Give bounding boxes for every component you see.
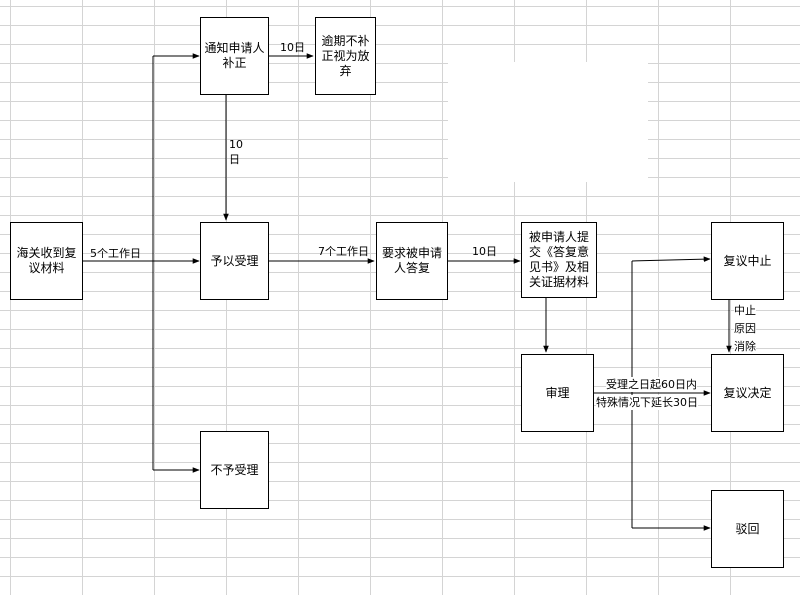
label-notify-overdue: 10日 xyxy=(280,41,305,54)
node-review-text: 审理 xyxy=(545,385,570,400)
node-request-reply-text: 要求被申请人答复 xyxy=(381,246,442,275)
label-accept-request: 7个工作日 xyxy=(318,245,369,258)
edge-branch-suspend xyxy=(631,256,711,262)
node-submit-text: 被申请人提交《答复意见书》及相关证据材料 xyxy=(528,230,589,289)
node-reject: 不予受理 xyxy=(200,431,269,509)
node-overdue: 逾期不补正视为放弃 xyxy=(315,17,376,95)
label-receive-accept: 5个工作日 xyxy=(90,247,141,260)
node-reject-text: 不予受理 xyxy=(210,462,259,477)
node-overdue-text: 逾期不补正视为放弃 xyxy=(321,33,370,78)
node-dismiss-text: 驳回 xyxy=(735,521,760,536)
blank-area xyxy=(448,62,648,182)
node-submit: 被申请人提交《答复意见书》及相关证据材料 xyxy=(521,222,597,298)
node-decision-text: 复议决定 xyxy=(723,385,772,400)
label-request-submit: 10日 xyxy=(472,245,497,258)
node-notify-text: 通知申请人补正 xyxy=(204,41,265,70)
label-resume-2: 原因 xyxy=(734,321,756,336)
label-resume-1: 中止 xyxy=(734,303,756,318)
node-accept: 予以受理 xyxy=(200,222,269,300)
label-notify-accept-num: 10 xyxy=(229,138,243,151)
label-notify-accept-unit: 日 xyxy=(229,153,240,166)
node-review: 审理 xyxy=(521,354,594,432)
node-receive-text: 海关收到复议材料 xyxy=(16,246,77,275)
node-notify: 通知申请人补正 xyxy=(200,17,269,95)
node-dismiss: 驳回 xyxy=(711,490,784,568)
node-accept-text: 予以受理 xyxy=(210,253,259,268)
node-suspend-text: 复议中止 xyxy=(723,253,772,268)
label-resume-3: 消除 xyxy=(734,339,756,354)
node-suspend: 复议中止 xyxy=(711,222,784,300)
node-receive: 海关收到复议材料 xyxy=(10,222,83,300)
node-request-reply: 要求被申请人答复 xyxy=(376,222,448,300)
label-review-period: 受理之日起60日内 xyxy=(606,377,697,392)
node-decision: 复议决定 xyxy=(711,354,784,432)
label-review-extension: 特殊情况下延长30日 xyxy=(596,395,698,410)
